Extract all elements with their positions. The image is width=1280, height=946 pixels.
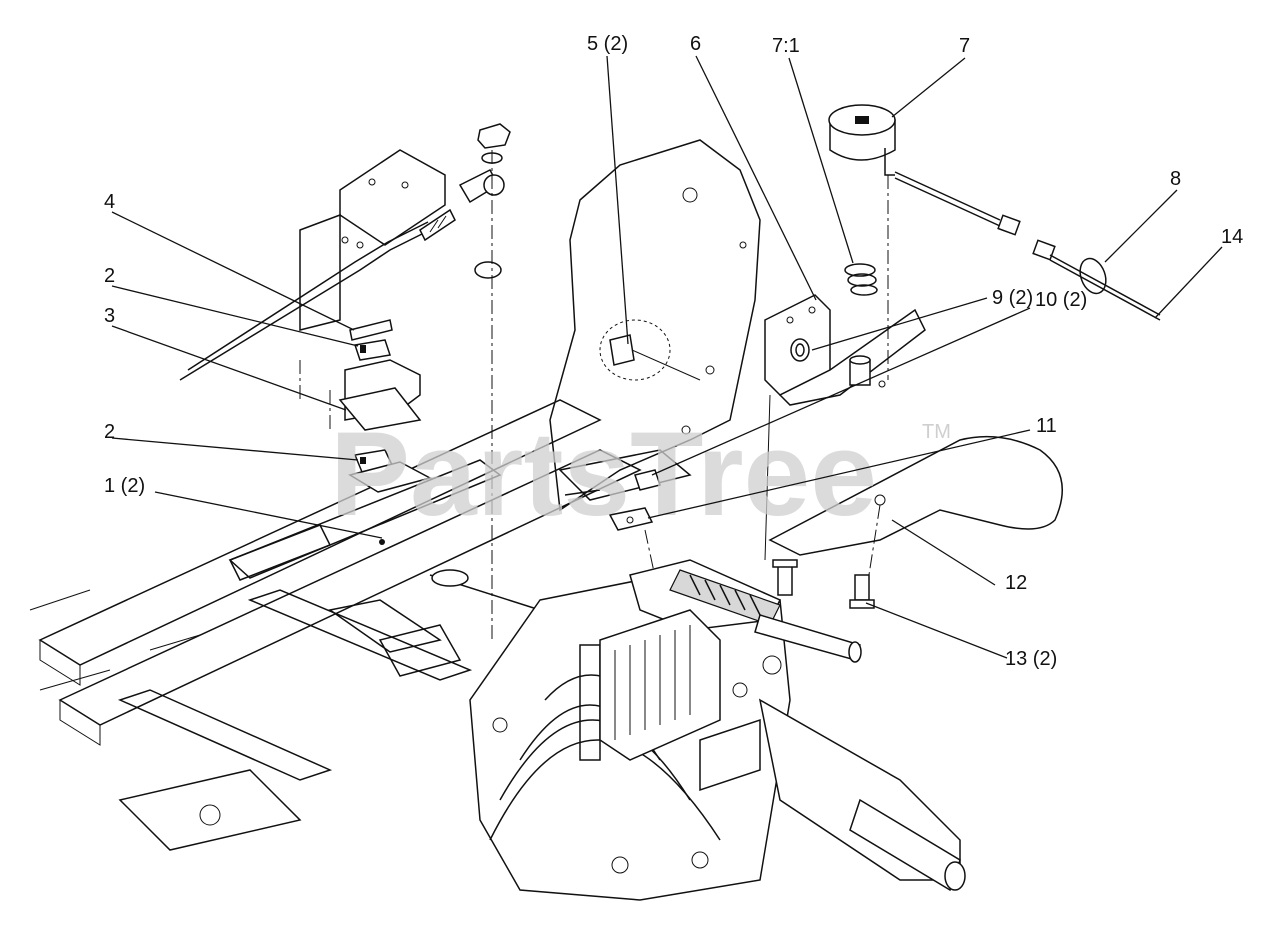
callout-7: 7 — [959, 35, 970, 57]
callout-12: 12 — [1005, 572, 1027, 594]
transaxle — [429, 559, 966, 901]
spring-7-1 — [844, 263, 878, 386]
part-5-bolt — [599, 319, 701, 381]
callout-3: 3 — [104, 305, 115, 327]
mount-plate — [549, 139, 761, 512]
callout-labels: 5 (2) 6 7:1 7 8 14 4 2 3 9 (2) 10 (2) 11… — [104, 33, 1243, 670]
switch-bracket-assembly — [299, 319, 433, 493]
frame-rails — [29, 399, 642, 851]
callout-5: 5 (2) — [587, 33, 628, 55]
callout-1: 1 (2) — [104, 475, 145, 497]
callout-10: 10 (2) — [1035, 289, 1087, 311]
callout-4: 4 — [104, 191, 115, 213]
bushing-9 — [790, 338, 810, 362]
callout-11: 11 — [1036, 415, 1057, 437]
callout-9: 9 (2) — [992, 287, 1033, 309]
callout-7-1: 7:1 — [772, 35, 800, 57]
watermark: PartsTree TM — [330, 407, 951, 541]
callout-13: 13 (2) — [1005, 648, 1057, 670]
callout-2-upper: 2 — [104, 265, 115, 287]
callout-2-lower: 2 — [104, 421, 115, 443]
callout-6: 6 — [690, 33, 701, 55]
watermark-text: PartsTree — [330, 407, 877, 541]
wire-harness — [894, 171, 1161, 321]
callout-8: 8 — [1170, 168, 1181, 190]
callout-14: 14 — [1221, 226, 1243, 248]
sensor-knob-7 — [828, 104, 896, 380]
leader-lines — [111, 55, 1223, 659]
watermark-tm: TM — [922, 421, 951, 443]
bolts-13 — [772, 559, 875, 609]
pivot-bolt-stack — [458, 123, 511, 640]
small-hardware — [608, 469, 661, 601]
